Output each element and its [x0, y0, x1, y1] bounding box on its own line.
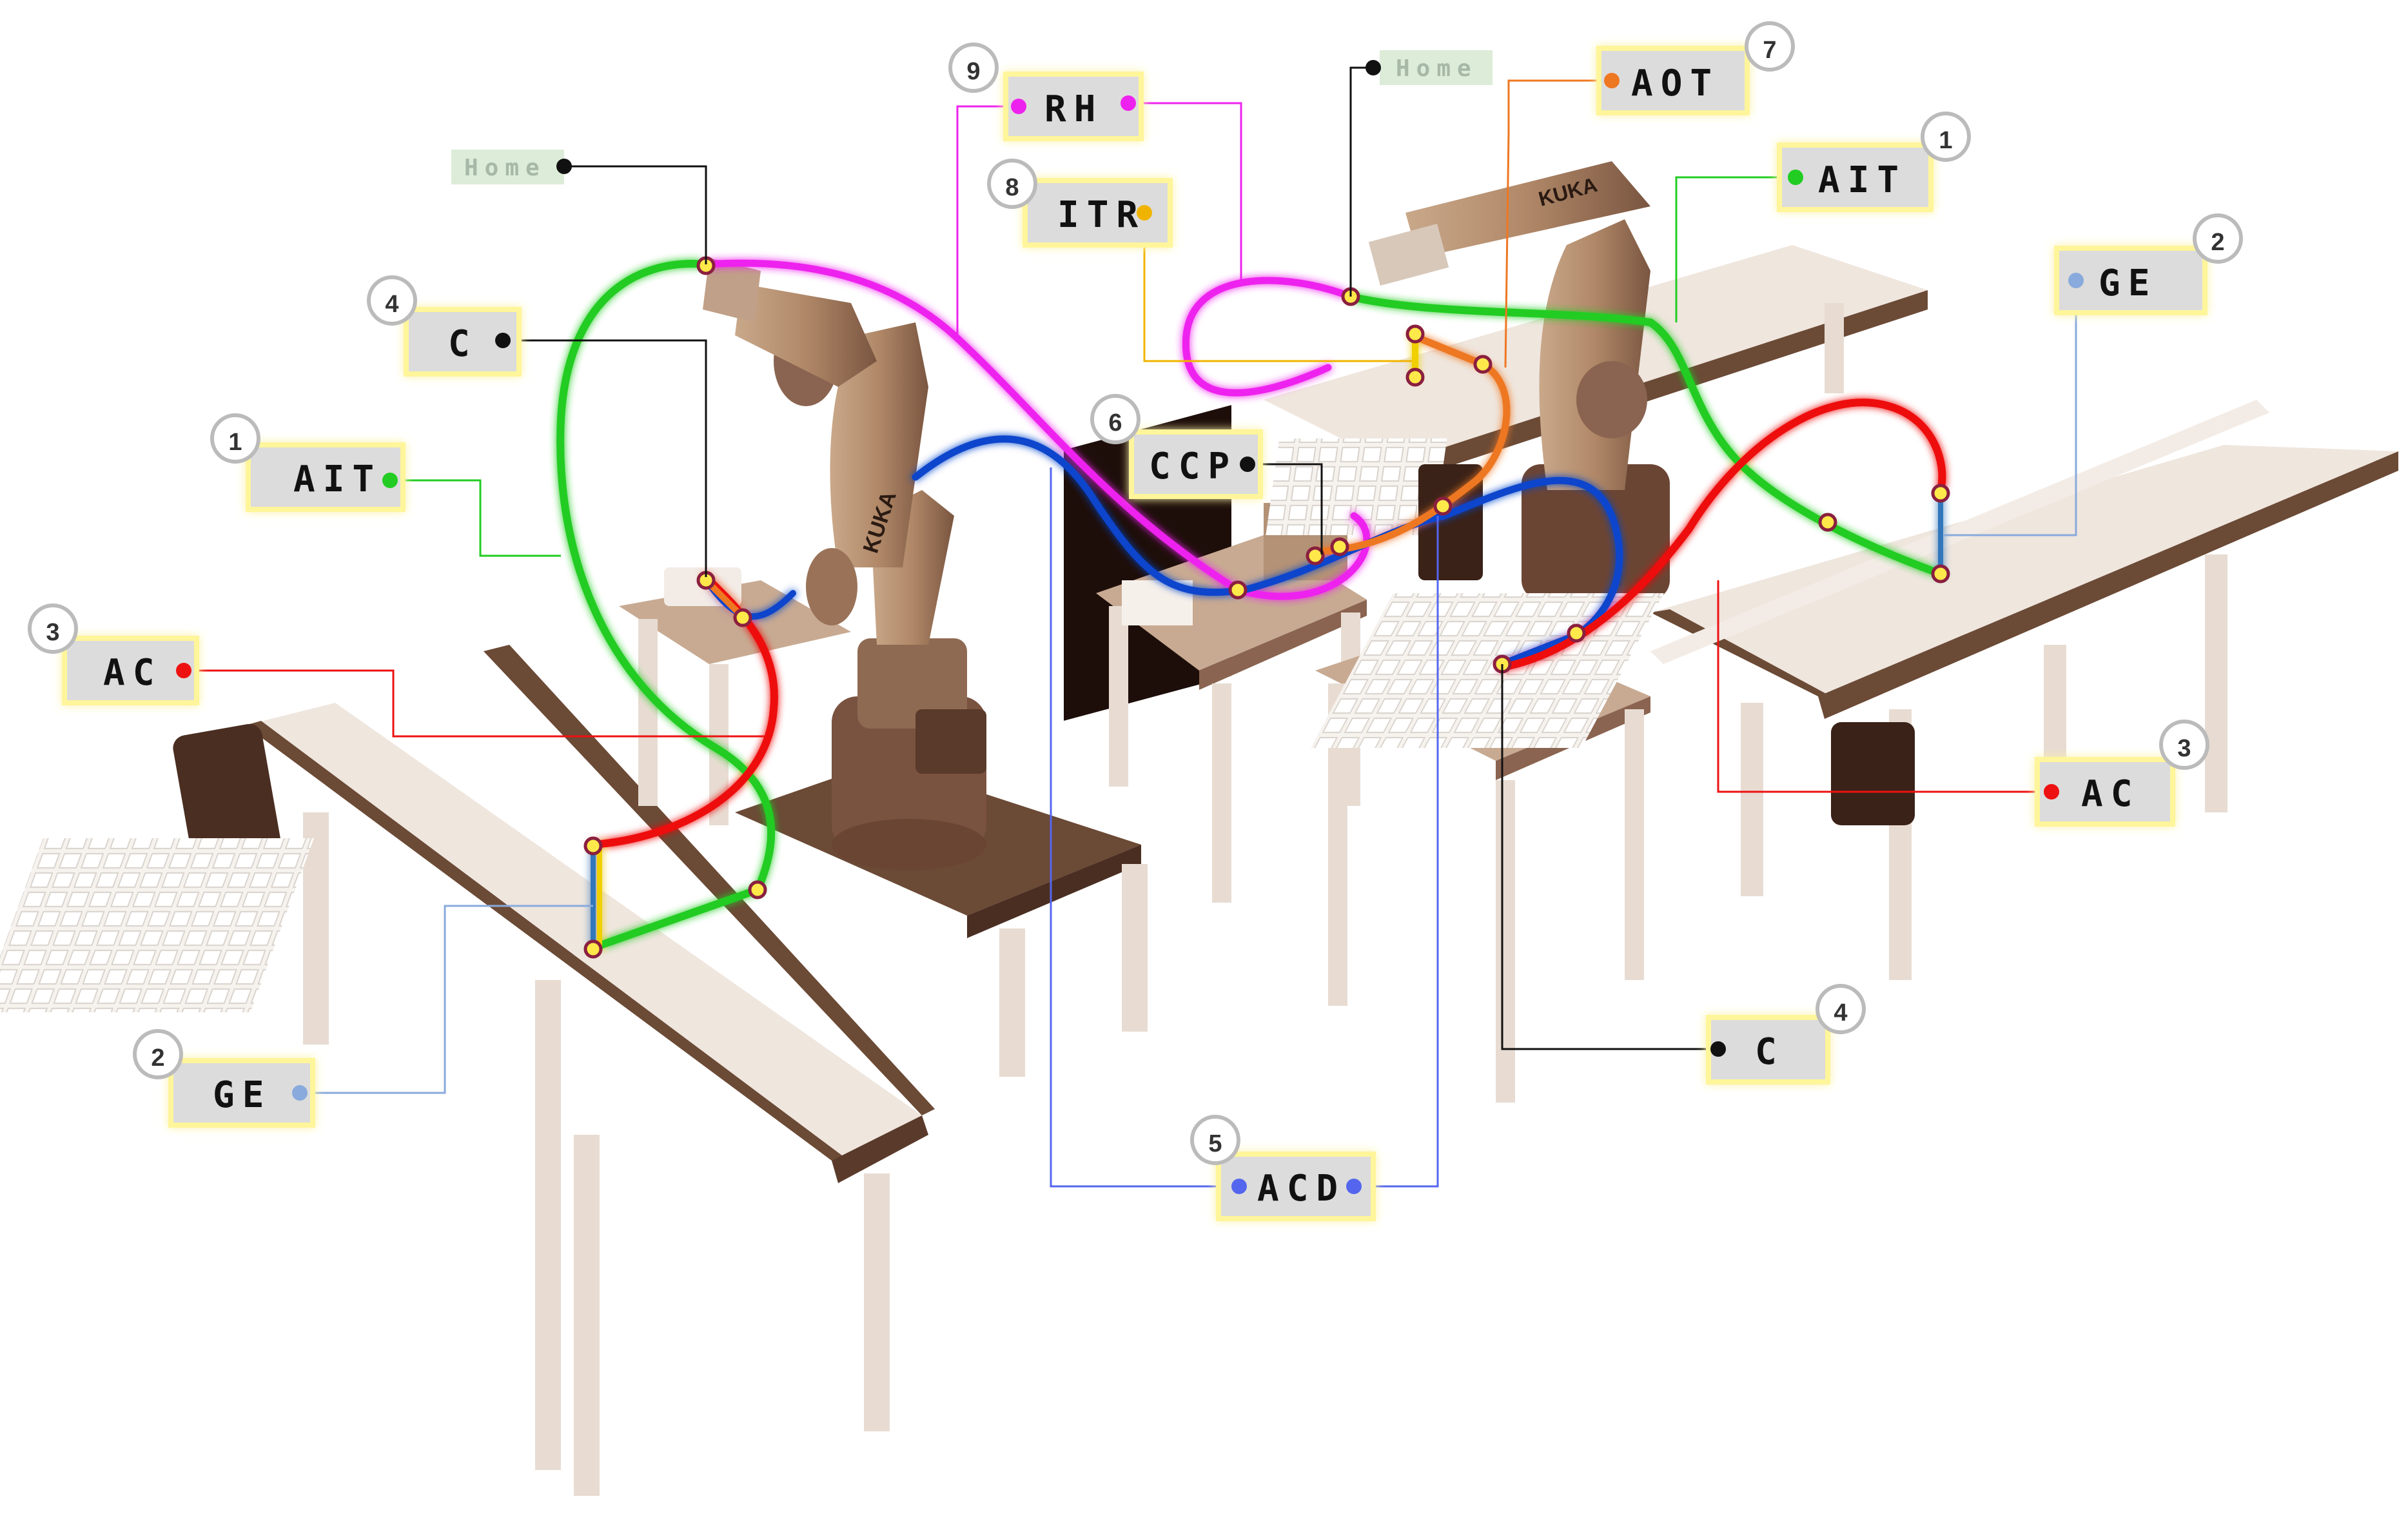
label-c-right: C 4	[1706, 984, 1866, 1084]
waypoint	[733, 608, 752, 627]
label-ait-left: AIT 1	[210, 413, 406, 512]
labels: AIT 1 C 4 Home AC 3	[28, 21, 2243, 1221]
leader-ac-left	[184, 669, 767, 738]
badge-number: 3	[2177, 735, 2191, 762]
badge-number: 5	[1208, 1130, 1222, 1157]
waypoint	[1567, 623, 1586, 643]
waypoint	[1931, 564, 1950, 584]
svg-text:CCP: CCP	[1149, 446, 1237, 487]
svg-text:AC: AC	[103, 652, 162, 694]
waypoint	[1473, 355, 1493, 374]
path-aot	[1318, 331, 1511, 555]
badge-number: 2	[151, 1045, 164, 1072]
svg-text:AIT: AIT	[293, 458, 382, 500]
badge-number: 1	[1939, 127, 1952, 154]
label-itr: ITR 8	[987, 159, 1173, 248]
leader-ge-right	[1944, 280, 2077, 536]
svg-text:ACD: ACD	[1257, 1168, 1346, 1210]
waypoint	[1433, 496, 1453, 516]
waypoint	[1306, 546, 1325, 565]
waypoint	[1818, 513, 1837, 532]
badge-number: 4	[385, 291, 398, 318]
left-robot: KUKA	[703, 258, 986, 870]
leader-rh-right	[1128, 102, 1242, 284]
leader-home-left	[564, 165, 707, 264]
badge-number: 4	[1834, 999, 1847, 1026]
label-home-right: Home	[1366, 50, 1493, 85]
waypoint	[748, 880, 767, 899]
label-ge-right: GE 2	[2054, 213, 2243, 315]
label-c-left: C 4	[367, 275, 522, 377]
svg-text:GE: GE	[2099, 262, 2157, 304]
leader-lines	[184, 66, 2077, 1188]
path-ac-right	[1498, 398, 1946, 671]
svg-text:AC: AC	[2081, 773, 2140, 815]
svg-text:AOT: AOT	[1631, 63, 1719, 104]
label-ccp: CCP 6	[1090, 394, 1263, 499]
waypoint	[1330, 537, 1349, 556]
leader-aot	[1504, 79, 1612, 368]
path-rh-right-loop	[1182, 277, 1355, 397]
waypoint	[1931, 484, 1950, 503]
leader-ge-left	[300, 905, 593, 1094]
label-rh: RH 9	[948, 43, 1144, 141]
path-rh	[702, 259, 1371, 600]
leader-rh	[956, 105, 1019, 335]
right-front-conveyor	[1311, 400, 2398, 980]
leader-c-right	[1501, 664, 1715, 1050]
leader-ac-right	[1717, 580, 2050, 793]
svg-text:C: C	[448, 323, 478, 365]
waypoint	[583, 939, 603, 959]
badge-number: 6	[1108, 409, 1122, 437]
path-ait-left	[556, 260, 776, 952]
svg-text:RH: RH	[1044, 88, 1103, 130]
badge-number: 3	[46, 619, 59, 646]
svg-text:AIT: AIT	[1818, 159, 1906, 201]
label-ait-right: AIT 1	[1777, 112, 1971, 212]
leader-acd-left	[1050, 467, 1228, 1188]
label-ac-right: AC 3	[2035, 720, 2209, 827]
leader-ait-right	[1675, 176, 1792, 322]
leader-ait-left	[390, 479, 561, 557]
waypoint	[1228, 580, 1248, 600]
label-ge-left: GE 2	[133, 1029, 315, 1128]
badge-number: 8	[1005, 174, 1019, 201]
badge-number: 1	[228, 429, 242, 456]
left-conveyor	[0, 645, 935, 1496]
right-robot: KUKA	[1368, 161, 1670, 600]
badge-number: 9	[966, 58, 980, 85]
label-ac-left: AC 3	[28, 603, 199, 705]
svg-text:Home: Home	[464, 155, 546, 181]
waypoint	[583, 836, 603, 856]
svg-text:GE: GE	[213, 1074, 271, 1116]
svg-text:Home: Home	[1396, 55, 1478, 82]
svg-text:C: C	[1755, 1031, 1785, 1073]
waypoint	[1405, 324, 1425, 344]
badge-number: 2	[2211, 229, 2224, 256]
label-aot: AOT 7	[1596, 21, 1795, 115]
leader-c-left	[503, 339, 707, 577]
label-home-left: Home	[451, 150, 572, 184]
badge-number: 7	[1763, 37, 1776, 64]
leader-home-right	[1349, 66, 1373, 297]
label-acd: ACD 5	[1190, 1115, 1376, 1221]
waypoint	[1405, 368, 1425, 387]
leader-ccp	[1248, 463, 1323, 554]
svg-text:ITR: ITR	[1057, 194, 1146, 236]
leader-itr	[1143, 213, 1412, 362]
leader-acd-right	[1354, 516, 1439, 1188]
